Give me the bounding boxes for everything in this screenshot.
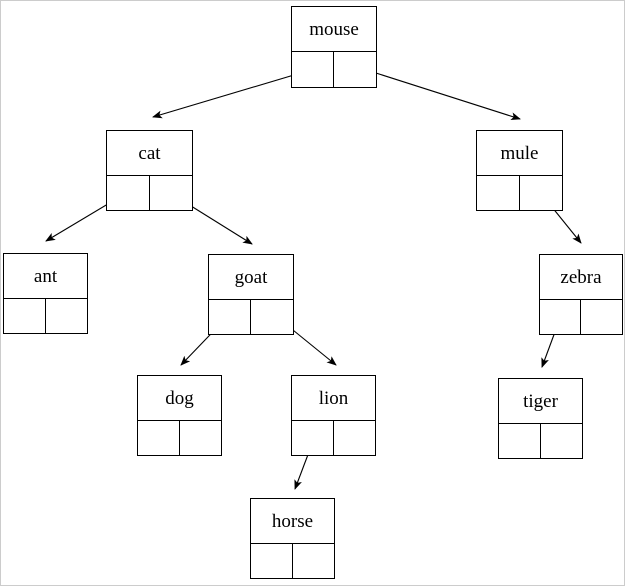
right-pointer-cell-dog[interactable] [180, 421, 222, 455]
node-pointer-row-mouse [292, 52, 376, 87]
node-pointer-row-dog [138, 421, 221, 455]
node-pointer-row-zebra [540, 300, 622, 334]
tree-node-mule[interactable]: mule [476, 130, 563, 211]
node-pointer-row-ant [4, 299, 87, 333]
left-pointer-cell-zebra[interactable] [540, 300, 581, 334]
right-pointer-cell-ant[interactable] [46, 299, 88, 333]
node-pointer-row-tiger [499, 424, 582, 458]
right-pointer-cell-lion[interactable] [334, 421, 376, 455]
left-pointer-cell-horse[interactable] [251, 544, 293, 578]
right-pointer-cell-mouse[interactable] [334, 52, 376, 87]
tree-node-lion[interactable]: lion [291, 375, 376, 456]
tree-node-tiger[interactable]: tiger [498, 378, 583, 459]
right-pointer-cell-horse[interactable] [293, 544, 335, 578]
edge-arrow-mouse-right-mule [353, 65, 521, 121]
right-pointer-cell-tiger[interactable] [541, 424, 583, 458]
left-pointer-cell-dog[interactable] [138, 421, 180, 455]
tree-node-horse[interactable]: horse [250, 498, 335, 579]
node-label-ant: ant [4, 254, 87, 299]
left-pointer-cell-lion[interactable] [292, 421, 334, 455]
right-pointer-cell-mule[interactable] [520, 176, 563, 210]
node-pointer-row-mule [477, 176, 562, 210]
right-pointer-cell-goat[interactable] [251, 300, 293, 334]
node-label-tiger: tiger [499, 379, 582, 424]
tree-node-mouse[interactable]: mouse [291, 6, 377, 88]
tree-node-dog[interactable]: dog [137, 375, 222, 456]
node-pointer-row-lion [292, 421, 375, 455]
node-label-goat: goat [209, 255, 293, 300]
node-label-zebra: zebra [540, 255, 622, 300]
left-pointer-cell-ant[interactable] [4, 299, 46, 333]
tree-node-goat[interactable]: goat [208, 254, 294, 335]
tree-node-zebra[interactable]: zebra [539, 254, 623, 335]
left-pointer-cell-cat[interactable] [107, 176, 150, 210]
right-pointer-cell-cat[interactable] [150, 176, 193, 210]
edge-arrow-mouse-left-cat [152, 68, 315, 119]
tree-node-ant[interactable]: ant [3, 253, 88, 334]
left-pointer-cell-tiger[interactable] [499, 424, 541, 458]
node-label-dog: dog [138, 376, 221, 421]
node-pointer-row-horse [251, 544, 334, 578]
left-pointer-cell-mule[interactable] [477, 176, 520, 210]
node-pointer-row-goat [209, 300, 293, 334]
node-label-cat: cat [107, 131, 192, 176]
left-pointer-cell-mouse[interactable] [292, 52, 334, 87]
tree-node-cat[interactable]: cat [106, 130, 193, 211]
node-pointer-row-cat [107, 176, 192, 210]
node-label-horse: horse [251, 499, 334, 544]
right-pointer-cell-zebra[interactable] [581, 300, 622, 334]
node-label-mouse: mouse [292, 7, 376, 52]
node-label-mule: mule [477, 131, 562, 176]
left-pointer-cell-goat[interactable] [209, 300, 251, 334]
node-label-lion: lion [292, 376, 375, 421]
